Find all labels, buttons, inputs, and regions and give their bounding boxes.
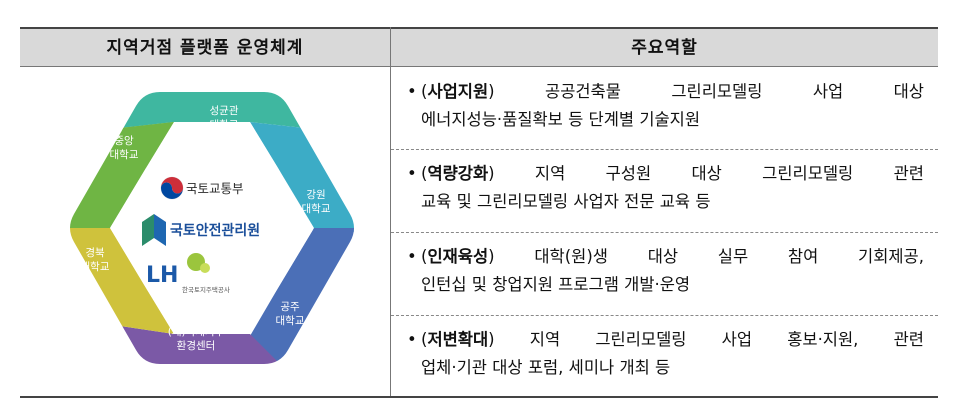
univ-label: 대학교 xyxy=(81,261,110,273)
role-line-2: 에너지성능·품질확보 등 단계별 기술지원 xyxy=(421,110,701,129)
role-word: 그린리모델링 xyxy=(671,82,763,101)
role-word: 관련 xyxy=(893,164,924,183)
role-keyword-group: (역량강화) xyxy=(421,160,495,188)
paren-close: ) xyxy=(488,247,495,266)
ministry-logo-group: 국토교통부 xyxy=(160,176,244,200)
segment-left-lower xyxy=(70,228,174,364)
role-word: 대상 xyxy=(647,247,679,266)
univ-label: 환경센터 xyxy=(177,339,216,352)
role-divider xyxy=(391,315,938,316)
role-line-2: 인턴십 및 창업지원 프로그램 개발·운영 xyxy=(421,275,691,294)
univ-label: 대학교 xyxy=(276,315,305,327)
segment-left-upper-inner xyxy=(120,122,174,168)
role-line-1-text: (역량강화) 지역 구성원 대상 그린리모델링 관련 xyxy=(421,160,924,188)
table-header: 지역거점 플랫폼 운영체계 주요역할 xyxy=(20,27,938,67)
role-word: 공공건축물 xyxy=(545,82,621,101)
role-word: 대상 xyxy=(691,164,722,183)
lh-logo: LH xyxy=(146,263,178,288)
ministry-name: 국토교통부 xyxy=(186,181,244,196)
segment-left-upper xyxy=(70,92,174,228)
role-word: 그린리모델링 xyxy=(595,330,687,349)
bullet: • xyxy=(407,330,417,349)
role-keyword-group: (인재육성) xyxy=(421,243,495,271)
role-word: 지역 xyxy=(529,330,561,349)
univ-label: 강원 xyxy=(306,189,325,201)
header-main-roles: 주요역할 xyxy=(631,38,698,58)
paren-open: ( xyxy=(421,330,428,349)
role-word: 실무 xyxy=(717,247,749,266)
role-line-1-text: (저변확대) 지역 그린리모델링 사업 홍보·지원, 관련 xyxy=(421,326,924,354)
lh-logo-group: LH 한국토지주택공사 xyxy=(146,253,230,294)
role-line-1: •(저변확대) 지역 그린리모델링 사업 홍보·지원, 관련 xyxy=(407,326,924,354)
role-word: 대상 xyxy=(893,82,924,101)
role-item: •(인재육성) 대학(원)생 대상 실무 참여 기회제공, 인턴십 및 창업지원 프로그램 … xyxy=(391,232,938,314)
role-keyword: 인재육성 xyxy=(427,247,489,266)
role-keyword: 사업지원 xyxy=(427,82,489,101)
paren-close: ) xyxy=(488,82,495,101)
column-divider xyxy=(390,27,391,398)
role-keyword: 역량강화 xyxy=(427,164,489,183)
header-platform-system: 지역거점 플랫폼 운영체계 xyxy=(106,38,304,58)
role-word: 구성원 xyxy=(605,164,652,183)
univ-label: 공주 xyxy=(280,301,300,313)
bullet: • xyxy=(407,164,417,183)
authority-emblem-icon xyxy=(142,214,154,246)
lh-name: 한국토지주택공사 xyxy=(182,285,230,294)
role-keyword: 저변확대 xyxy=(427,330,489,349)
platform-hexagon-diagram: 성균관 대학교 강원 대학교 공주 대학교 (재)국제기후 환경센터 경북 대학… xyxy=(70,92,354,364)
paren-open: ( xyxy=(421,247,428,266)
univ-label: 대학교 xyxy=(110,149,139,161)
role-word: 기회제공, xyxy=(858,247,924,266)
authority-name: 국토안전관리원 xyxy=(170,222,260,239)
univ-label: 중앙 xyxy=(114,135,134,147)
role-line-1-text: (사업지원) 공공건축물 그린리모델링 사업 대상 xyxy=(421,78,924,106)
role-line-1: •(인재육성) 대학(원)생 대상 실무 참여 기회제공, xyxy=(407,243,924,271)
role-line-1: •(사업지원) 공공건축물 그린리모델링 사업 대상 xyxy=(407,78,924,106)
role-word: 지역 xyxy=(534,164,566,183)
authority-logo-group: 국토안전관리원 xyxy=(142,214,260,246)
role-divider xyxy=(391,149,938,150)
bullet: • xyxy=(407,247,417,266)
role-word: 참여 xyxy=(787,247,819,266)
role-line-2: 교육 및 그린리모델링 사업자 전문 교육 등 xyxy=(421,192,711,211)
role-word: 홍보·지원, xyxy=(787,330,859,349)
paren-open: ( xyxy=(421,82,428,101)
univ-label: (재)국제기후 xyxy=(168,326,225,338)
paren-open: ( xyxy=(421,164,428,183)
segment-right-upper xyxy=(250,92,354,232)
table-bottom-border xyxy=(20,396,938,398)
role-keyword-group: (저변확대) xyxy=(421,326,495,354)
role-word: 관련 xyxy=(893,330,924,349)
segment-top xyxy=(120,92,304,128)
role-word: 사업 xyxy=(721,330,753,349)
role-word: 대학(원)생 xyxy=(534,247,608,266)
role-line-1: •(역량강화) 지역 구성원 대상 그린리모델링 관련 xyxy=(407,160,924,188)
role-line-2: 업체·기관 대상 포럼, 세미나 개최 등 xyxy=(421,358,671,377)
segment-right-lower xyxy=(250,228,354,364)
univ-label: 성균관 xyxy=(210,105,239,117)
bullet: • xyxy=(407,82,417,101)
paren-close: ) xyxy=(488,330,495,349)
role-divider xyxy=(391,232,938,233)
univ-label: 대학교 xyxy=(210,119,239,131)
paren-close: ) xyxy=(488,164,495,183)
univ-label: 경북 xyxy=(85,246,105,259)
center-panel xyxy=(110,122,314,334)
role-line-1-text: (인재육성) 대학(원)생 대상 실무 참여 기회제공, xyxy=(421,243,924,271)
role-keyword-group: (사업지원) xyxy=(421,78,495,106)
role-word: 사업 xyxy=(812,82,844,101)
segment-bottom xyxy=(120,326,282,364)
role-word: 그린리모델링 xyxy=(762,164,854,183)
univ-label: 대학교 xyxy=(302,203,331,215)
